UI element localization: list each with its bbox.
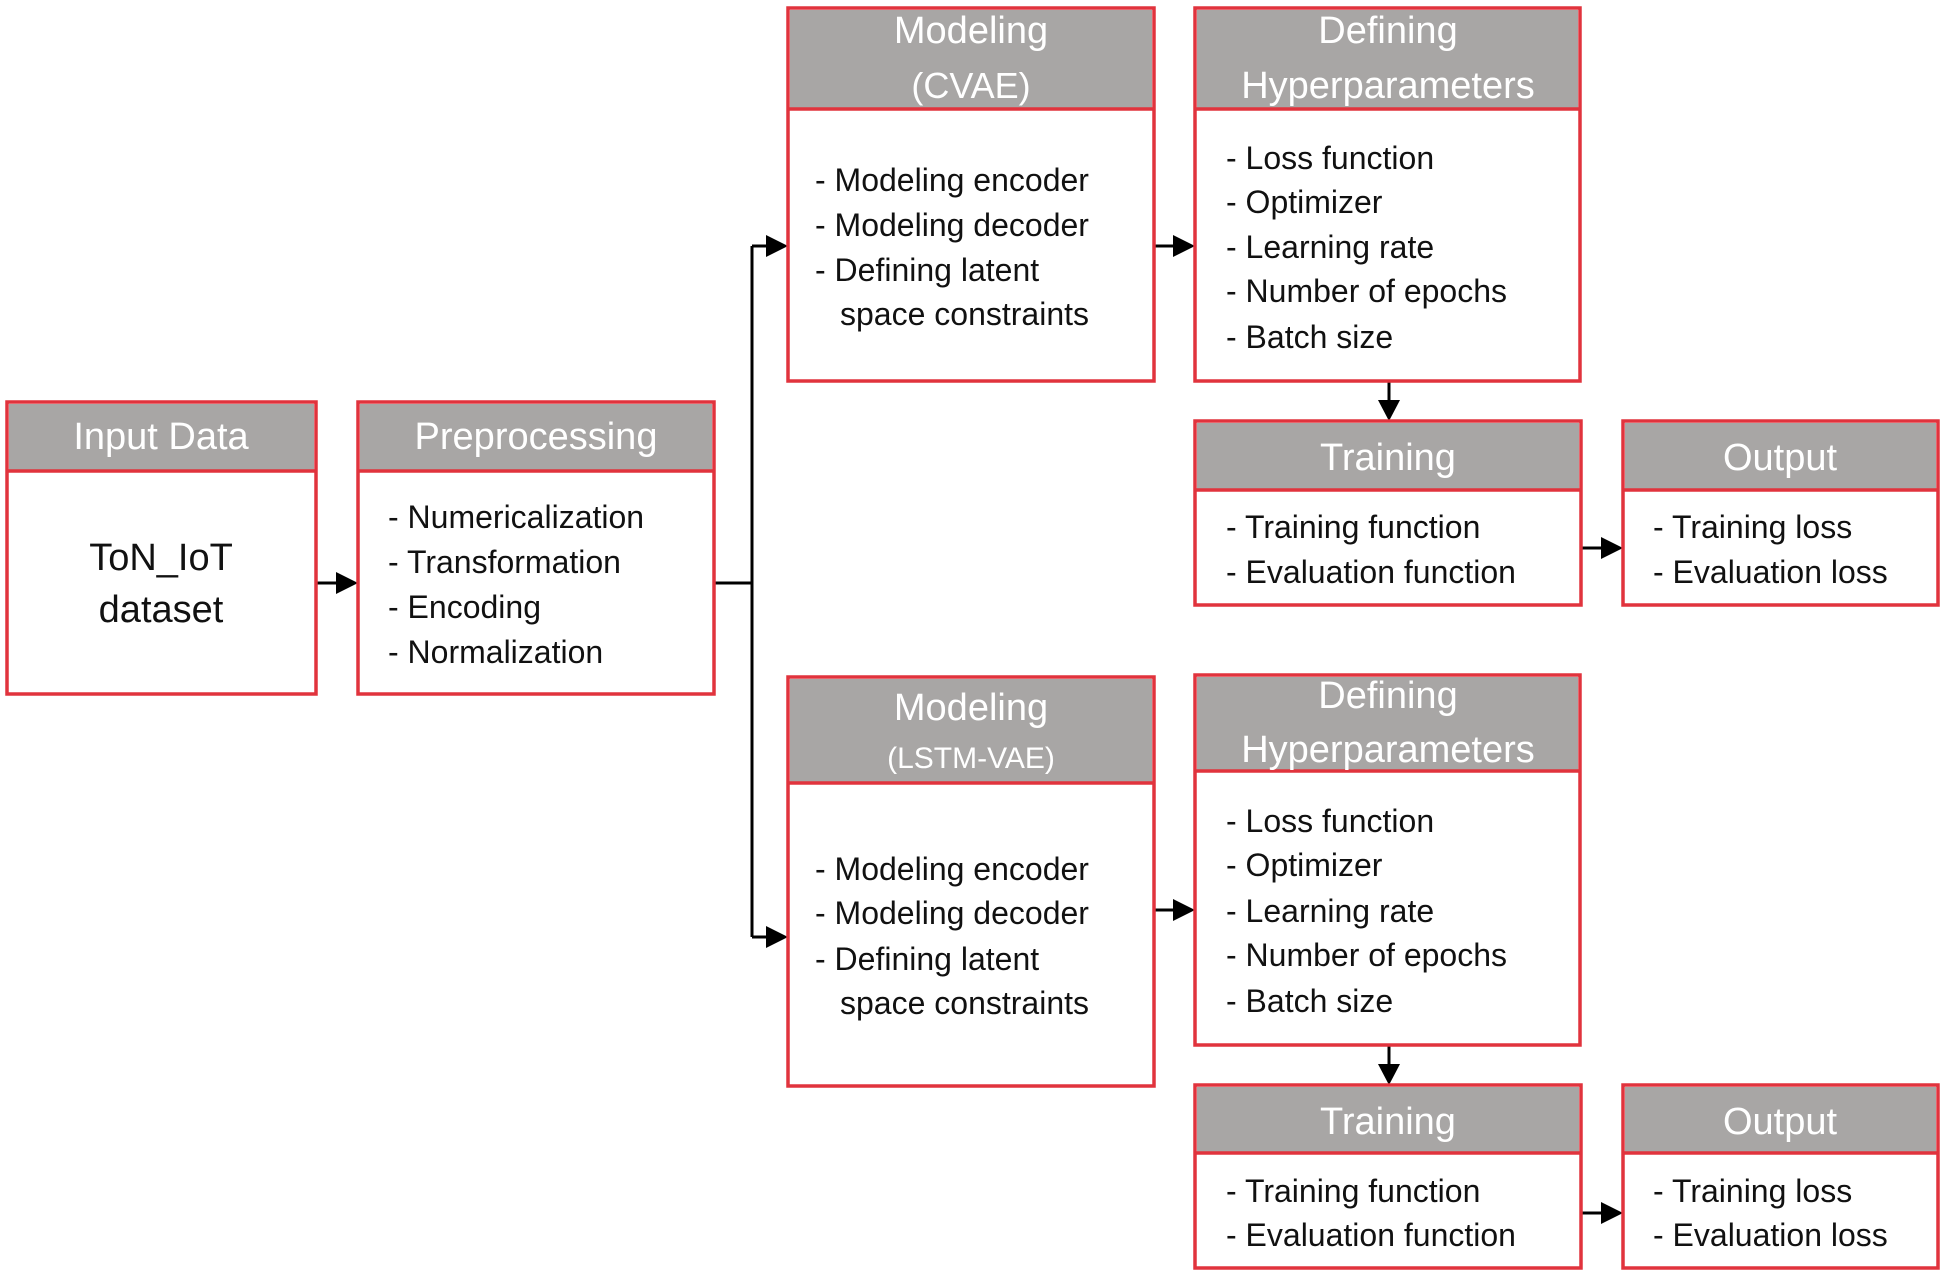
cvae-output-item: - Training loss — [1653, 509, 1852, 545]
preprocessing-block: Preprocessing - Numericalization - Trans… — [356, 400, 716, 696]
lstm-modeling-subtitle: (LSTM-VAE) — [887, 742, 1055, 775]
input-data-block: Input Data ToN_IoT dataset — [5, 400, 318, 696]
input-dataset-line-1: ToN_IoT — [89, 537, 233, 579]
cvae-modeling-title: Modeling — [894, 10, 1048, 52]
cvae-output-item: - Evaluation loss — [1653, 554, 1888, 590]
cvae-hyperparameters-title: Defining — [1318, 10, 1457, 52]
cvae-modeling-block: Modeling (CVAE) - Modeling encoder - Mod… — [786, 6, 1156, 383]
lstm-modeling-item: - Modeling decoder — [815, 895, 1089, 931]
lstm-training-title: Training — [1320, 1101, 1456, 1143]
arrowhead-cvae-hyper-to-training — [1378, 400, 1400, 421]
cvae-modeling-subtitle: (CVAE) — [911, 65, 1030, 106]
cvae-modeling-header — [790, 10, 1152, 108]
lstm-training-item: - Training function — [1226, 1173, 1480, 1209]
cvae-modeling-item: - Modeling decoder — [815, 207, 1089, 243]
preprocessing-header — [360, 404, 712, 470]
lstm-hyperparameter-item: - Learning rate — [1226, 893, 1434, 929]
lstm-hyperparameter-item: - Batch size — [1226, 983, 1393, 1019]
lstm-modeling-item: - Defining latent — [815, 941, 1039, 977]
preprocessing-item: - Normalization — [388, 634, 603, 670]
lstm-hyperparameters-title: Defining — [1318, 675, 1457, 717]
arrowhead-to-cvae — [766, 235, 788, 257]
lstm-output-item: - Training loss — [1653, 1173, 1852, 1209]
lstm-output-block: Output - Training loss - Evaluation loss — [1621, 1083, 1940, 1270]
cvae-hyperparameter-item: - Loss function — [1226, 140, 1434, 176]
lstm-training-item: - Evaluation function — [1226, 1217, 1516, 1253]
arrowhead-cvae-model-to-hyper — [1173, 235, 1195, 257]
cvae-training-header — [1197, 423, 1579, 489]
lstm-modeling-header — [790, 679, 1152, 782]
lstm-hyperparameters-subtitle: Hyperparameters — [1241, 729, 1535, 771]
arrowhead-cvae-training-to-output — [1601, 537, 1623, 559]
cvae-training-item: - Training function — [1226, 509, 1480, 545]
arrowhead-lstm-training-to-output — [1601, 1202, 1623, 1224]
cvae-hyperparameter-item: - Batch size — [1226, 319, 1393, 355]
cvae-hyperparameter-item: - Number of epochs — [1226, 273, 1507, 309]
cvae-output-block: Output - Training loss - Evaluation loss — [1621, 419, 1940, 607]
lstm-modeling-item: space constraints — [840, 985, 1089, 1021]
input-data-title: Input Data — [73, 416, 249, 458]
lstm-output-title: Output — [1723, 1101, 1838, 1143]
preprocessing-title: Preprocessing — [415, 416, 658, 458]
lstm-modeling-title: Modeling — [894, 687, 1048, 729]
cvae-hyperparameters-subtitle: Hyperparameters — [1241, 65, 1535, 107]
lstm-modeling-item: - Modeling encoder — [815, 851, 1089, 887]
preprocessing-item: - Encoding — [388, 589, 541, 625]
arrowhead-to-lstm — [766, 926, 788, 948]
cvae-modeling-item: space constraints — [840, 296, 1089, 332]
arrowhead-input-to-preprocessing — [336, 572, 358, 594]
cvae-training-block: Training - Training function - Evaluatio… — [1193, 419, 1583, 607]
preprocessing-item: - Numericalization — [388, 499, 644, 535]
cvae-hyperparameter-item: - Learning rate — [1226, 229, 1434, 265]
lstm-hyperparameter-item: - Number of epochs — [1226, 937, 1507, 973]
lstm-training-block: Training - Training function - Evaluatio… — [1193, 1083, 1583, 1270]
preprocessing-item: - Transformation — [388, 544, 621, 580]
lstm-output-header — [1625, 1087, 1936, 1152]
arrowhead-lstm-model-to-hyper — [1173, 899, 1195, 921]
lstm-hyperparameters-block: Defining Hyperparameters - Loss function… — [1193, 673, 1582, 1047]
cvae-modeling-item: - Modeling encoder — [815, 162, 1089, 198]
cvae-output-header — [1625, 423, 1936, 489]
cvae-output-title: Output — [1723, 437, 1838, 479]
lstm-hyperparameters-header — [1197, 677, 1578, 770]
connectors — [316, 235, 1623, 1224]
lstm-output-item: - Evaluation loss — [1653, 1217, 1888, 1253]
cvae-hyperparameter-item: - Optimizer — [1226, 184, 1383, 220]
input-dataset-line-2: dataset — [99, 589, 224, 631]
cvae-training-item: - Evaluation function — [1226, 554, 1516, 590]
cvae-hyperparameters-header — [1197, 10, 1578, 108]
cvae-hyperparameters-block: Defining Hyperparameters - Loss function… — [1193, 6, 1582, 383]
cvae-modeling-item: - Defining latent — [815, 252, 1039, 288]
cvae-training-title: Training — [1320, 437, 1456, 479]
input-data-header — [9, 404, 314, 470]
lstm-hyperparameter-item: - Optimizer — [1226, 847, 1383, 883]
lstm-training-header — [1197, 1087, 1579, 1152]
lstm-modeling-block: Modeling (LSTM-VAE) - Modeling encoder -… — [786, 675, 1156, 1088]
arrowhead-lstm-hyper-to-training — [1378, 1064, 1400, 1085]
lstm-hyperparameter-item: - Loss function — [1226, 803, 1434, 839]
